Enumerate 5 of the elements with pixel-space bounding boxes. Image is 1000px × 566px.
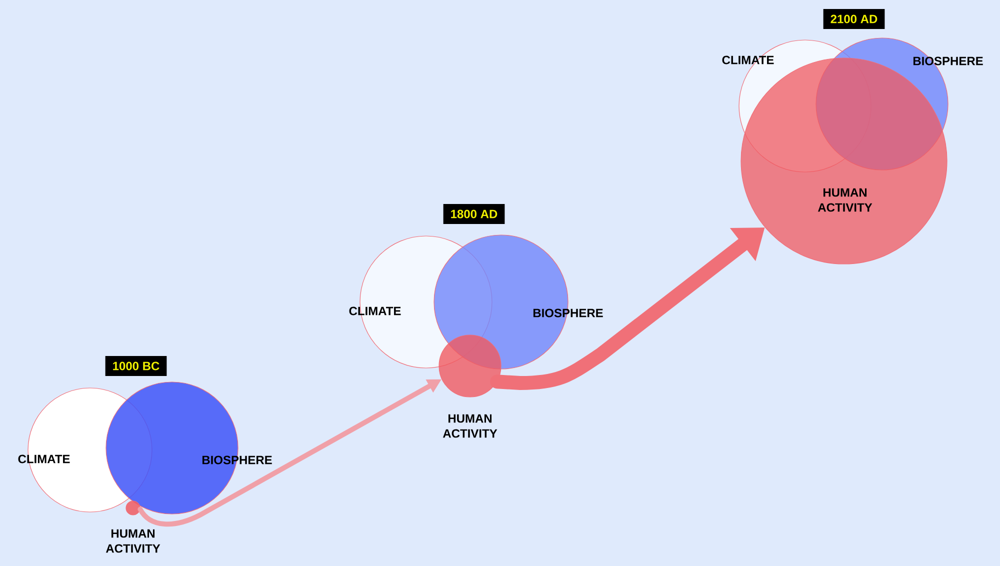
year-label: 1000 BC — [105, 356, 167, 376]
year-label: 2100 AD — [823, 9, 885, 29]
node-label: HUMAN ACTIVITY — [106, 529, 160, 553]
node-label: HUMAN ACTIVITY — [442, 414, 498, 438]
year-label: 1800 AD — [443, 204, 505, 224]
